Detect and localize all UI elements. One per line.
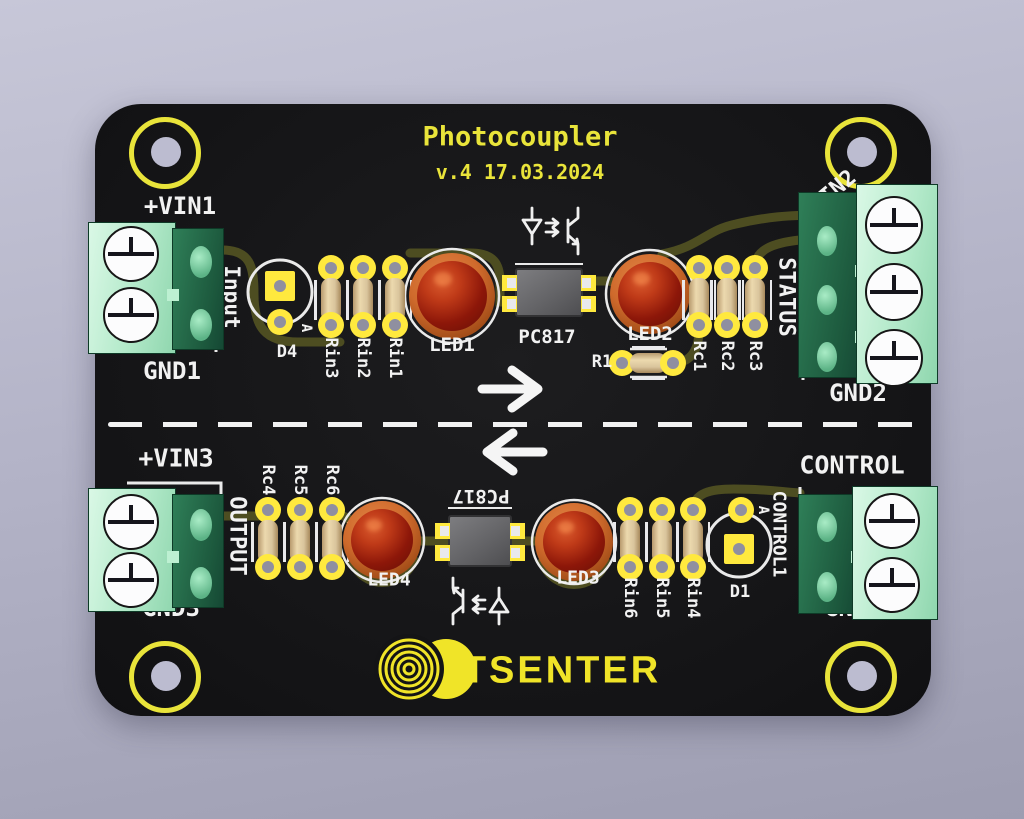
board-version: v.4 17.03.2024: [435, 160, 605, 184]
led2-label: LED2: [627, 323, 673, 345]
d4-polarity-label: A: [298, 323, 314, 333]
rin1-label: Rin1: [385, 337, 405, 379]
brand-logo-text: TSENTER: [462, 649, 662, 692]
rc4-label: Rc4: [258, 464, 278, 496]
terminal-block-status: [798, 184, 938, 387]
led1: [409, 253, 495, 339]
output-label: OUTPUT: [224, 496, 250, 576]
optocoupler-chip-top: [502, 268, 596, 317]
optocoupler-top-label: PC817: [518, 326, 576, 348]
led3: [535, 503, 613, 581]
d1-label: D1: [729, 582, 751, 602]
rin6-label: Rin6: [620, 577, 640, 619]
rc5-label: Rc5: [290, 464, 310, 496]
rc3-label: Rc3: [745, 340, 765, 372]
led2: [610, 254, 690, 334]
terminal-block-control: [798, 486, 938, 620]
led4: [343, 501, 421, 579]
d4-label: D4: [276, 342, 298, 362]
status-label: STATUS: [773, 257, 799, 337]
rc1-label: Rc1: [689, 340, 709, 372]
optocoupler-chip-bottom: [435, 515, 525, 567]
rc6-label: Rc6: [322, 464, 342, 496]
terminal-block-output: [88, 486, 224, 614]
r1-label: R1: [591, 352, 613, 372]
terminal-block-input: [88, 220, 224, 356]
d4-round-pad: [267, 309, 293, 335]
control1-label: CONTROL1: [768, 490, 790, 578]
mounting-hole: [825, 641, 897, 713]
mounting-hole: [129, 641, 201, 713]
control-label: CONTROL: [799, 450, 905, 480]
gnd1-label: GND1: [143, 357, 201, 385]
rc2-label: Rc2: [717, 340, 737, 372]
led1-label: LED1: [429, 334, 475, 356]
vin3-label: +VIN3: [138, 443, 214, 473]
board-divider-dashed-line: [108, 422, 916, 427]
rin3-label: Rin3: [321, 337, 341, 379]
optocoupler-bottom-label: PC817: [452, 485, 510, 507]
rin2-label: Rin2: [353, 337, 373, 379]
led3-label: LED3: [556, 567, 600, 589]
d4-square-pad: [265, 271, 295, 301]
brand-logo-icon: [374, 634, 476, 704]
rin4-label: Rin4: [683, 577, 703, 619]
rin5-label: Rin5: [652, 577, 672, 619]
led4-label: LED4: [367, 569, 411, 591]
board-title: Photocoupler: [422, 121, 618, 153]
mounting-hole: [129, 117, 201, 189]
d1-round-pad: [728, 497, 754, 523]
d1-square-pad: [724, 534, 754, 564]
vin1-label: +VIN1: [143, 192, 217, 220]
